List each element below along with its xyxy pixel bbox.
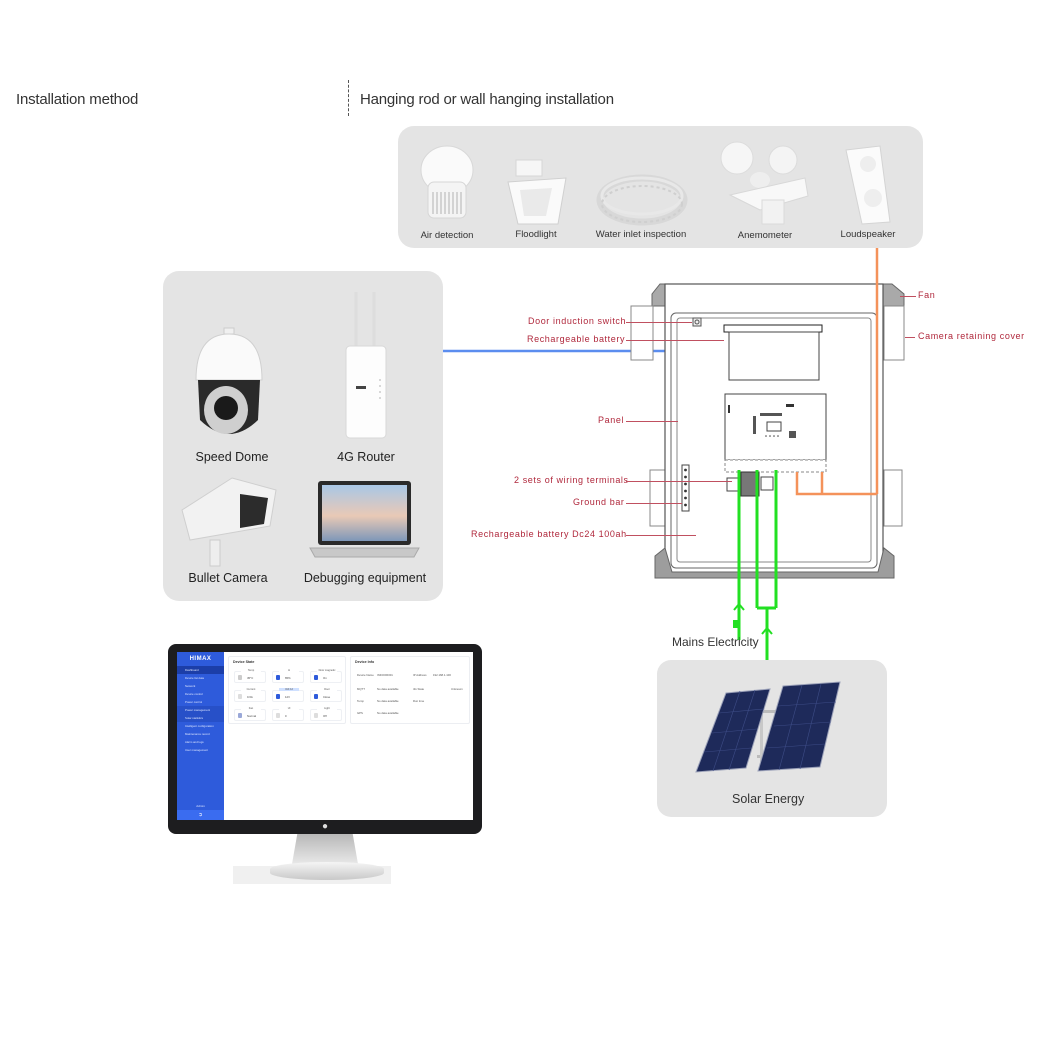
dashboard-sidebar: HIMAX Dashboard Device list data Network… <box>177 652 224 820</box>
solar-energy-label: Solar Energy <box>732 792 805 806</box>
callout-battery: Rechargeable battery <box>527 334 626 344</box>
router-icon <box>345 292 387 439</box>
nav-item-intelligent-config[interactable]: Intelligent configuration <box>185 724 214 728</box>
solar-panel-icon <box>695 681 841 773</box>
info-label: Run time <box>413 699 425 703</box>
callout-line-panel <box>626 421 678 422</box>
magnet-icon <box>314 675 318 680</box>
info-value: 192.168.1.100 <box>433 673 451 677</box>
voltage-icon <box>276 694 280 699</box>
current-icon <box>238 694 242 699</box>
water-cable-icon <box>596 174 688 226</box>
floodlight-icon <box>507 159 567 225</box>
info-value: INDOOR001 <box>377 673 393 677</box>
nav-item-power-management[interactable]: Power management <box>177 706 224 714</box>
callout-line-battery-spec <box>626 535 696 536</box>
device-info-card: Device Info Device Name INDOOR001 MQTT N… <box>350 656 470 724</box>
device-label-4g-router: 4G Router <box>337 450 395 464</box>
info-value: Unknown <box>451 687 463 691</box>
air-detector-icon <box>420 145 474 219</box>
dashboard-screen: HIMAX Dashboard Device list data Network… <box>177 652 473 820</box>
info-label: 4G State <box>413 687 425 691</box>
device-state-title: Device State <box>233 660 255 664</box>
user-menu[interactable]: Admin <box>196 804 205 808</box>
installation-type-label: Hanging rod or wall hanging installation <box>360 91 614 108</box>
logout-icon[interactable]: ➲ <box>177 810 224 820</box>
nav-item-network[interactable]: Network <box>185 684 196 688</box>
callout-line-camera-cover <box>905 337 915 338</box>
callout-door-switch: Door induction switch <box>528 316 627 326</box>
light-icon <box>314 713 318 718</box>
header-divider <box>348 80 349 116</box>
info-value: No data available <box>377 711 399 715</box>
info-label: GPS <box>357 711 363 715</box>
sensor-label-air-detection: Air detection <box>420 230 474 241</box>
info-label: Temp <box>357 699 364 703</box>
nav-item-device-control[interactable]: Device control <box>185 692 203 696</box>
bullet-camera-icon <box>181 477 277 567</box>
speed-dome-camera-icon <box>195 327 263 434</box>
callout-line-ground-bar <box>626 503 682 504</box>
nav-item-user-management[interactable]: User management <box>185 748 209 752</box>
callout-battery-spec: Rechargeable battery Dc24 100ah <box>471 529 627 539</box>
info-value: No data available <box>377 699 399 703</box>
mains-electricity-label: Mains Electricity <box>672 635 759 649</box>
sensors-panel <box>398 126 923 248</box>
loudspeaker-icon <box>845 145 891 225</box>
nav-item-power-control[interactable]: Power control <box>185 700 203 704</box>
callout-panel: Panel <box>598 415 625 425</box>
callout-line-fan <box>900 296 916 297</box>
callout-line-battery <box>626 340 724 341</box>
nav-item-solar-statistics[interactable]: Solar statistics <box>177 714 224 722</box>
sensor-label-floodlight: Floodlight <box>515 229 557 240</box>
apple-logo-icon: ● <box>321 821 329 832</box>
thermometer-icon <box>238 675 242 680</box>
callout-terminals: 2 sets of wiring terminals <box>514 475 629 485</box>
fan-icon <box>238 713 242 718</box>
sensor-label-anemometer: Anemometer <box>737 230 793 241</box>
callout-line-door-switch <box>626 322 692 323</box>
callout-camera-cover: Camera retaining cover <box>918 331 1025 341</box>
door-icon <box>314 694 318 699</box>
info-label: IP Address <box>413 673 427 677</box>
gauge-icon <box>276 713 280 718</box>
sensor-label-loudspeaker: Loudspeaker <box>840 229 896 240</box>
dashboard-logo: HIMAX <box>189 656 212 662</box>
device-info-title: Device Info <box>355 660 375 664</box>
callout-line-terminals <box>626 481 732 482</box>
sensor-label-water-inlet: Water inlet inspection <box>595 229 687 240</box>
monitor-base <box>270 862 384 880</box>
nav-item-device-list[interactable]: Device list data <box>185 676 204 680</box>
nav-item-dashboard[interactable]: Dashboard <box>177 666 224 674</box>
device-label-bullet-camera: Bullet Camera <box>188 571 268 585</box>
info-value: No data available <box>377 687 399 691</box>
info-label: MQTT <box>357 687 365 691</box>
callout-fan: Fan <box>918 290 936 300</box>
humidity-icon <box>276 675 280 680</box>
device-label-debugging-equipment: Debugging equipment <box>303 571 427 585</box>
info-label: Device Name <box>357 673 374 677</box>
laptop-icon <box>309 481 420 558</box>
nav-item-maintenance[interactable]: Maintenance record <box>185 732 210 736</box>
equipment-cabinet <box>630 283 905 579</box>
device-label-speed-dome: Speed Dome <box>195 450 269 464</box>
monitor-stand <box>292 834 358 864</box>
nav-item-alarms[interactable]: Alarm and logs <box>185 740 204 744</box>
anemometer-icon <box>720 141 809 225</box>
callout-ground-bar: Ground bar <box>573 497 625 507</box>
installation-method-label: Installation method <box>16 91 139 108</box>
